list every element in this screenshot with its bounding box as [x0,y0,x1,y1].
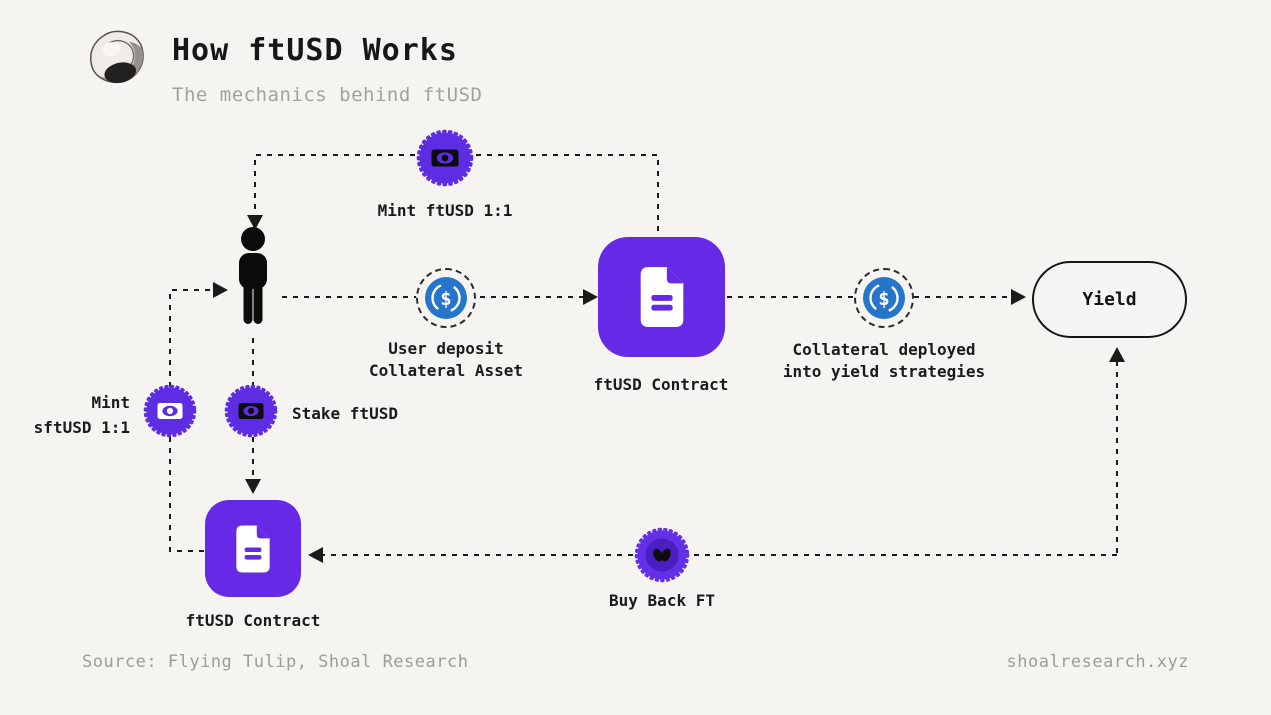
ftusd-contract-bottom-node [205,500,301,597]
buy-back-ft-label: Buy Back FT [609,591,715,610]
collateral-deployed-node: $ [854,268,914,328]
user-deposit-node: $ [416,268,476,328]
stake-ftusd-stamp [224,384,278,438]
document-icon [236,525,270,572]
website-link: shoalresearch.xyz [1006,652,1189,672]
ftusd-contract-bottom-label: ftUSD Contract [185,611,321,630]
arrowhead-up-into-yield [1109,347,1125,362]
banknote-icon [416,129,474,187]
source-attribution: Source: Flying Tulip, Shoal Research [82,652,469,672]
banknote-icon [143,384,197,438]
stake-ftusd-label: Stake ftUSD [292,404,398,423]
document-icon [640,266,683,328]
arrowhead-down-into-user [247,215,263,230]
page-title: How ftUSD Works [172,33,458,68]
usdc-coin-icon: $ [863,277,905,319]
svg-text:$: $ [878,288,889,310]
user-deposit-label: User deposit Collateral Asset [368,339,524,380]
arrowhead-down-into-bottom-contract [245,479,261,494]
svg-text:$: $ [440,288,451,310]
arrowhead-into-bottom-contract-right [308,547,323,563]
user-node [225,227,281,331]
arrowhead-into-user-left [213,282,228,298]
mint-ftusd-label: Mint ftUSD 1:1 [377,201,513,220]
yield-label: Yield [1082,289,1137,310]
yield-node: Yield [1032,261,1187,338]
person-icon [239,227,267,324]
buy-back-ft-stamp [634,527,690,583]
arrowhead-into-top-contract [583,289,598,305]
mint-sftusd-label: Mint sftUSD 1:1 [33,393,130,437]
shell-logo [80,24,152,96]
usdc-coin-icon: $ [425,277,467,319]
arrowhead-into-yield-left [1011,289,1026,305]
banknote-icon [224,384,278,438]
ftusd-contract-top-node [598,237,725,357]
mint-ftusd-stamp [416,129,474,187]
tulip-butterfly-icon [634,527,690,583]
page-subtitle: The mechanics behind ftUSD [172,84,483,106]
collateral-deployed-label: Collateral deployed into yield strategie… [782,340,986,381]
ftusd-contract-top-label: ftUSD Contract [593,375,729,394]
mint-sftusd-stamp [143,384,197,438]
